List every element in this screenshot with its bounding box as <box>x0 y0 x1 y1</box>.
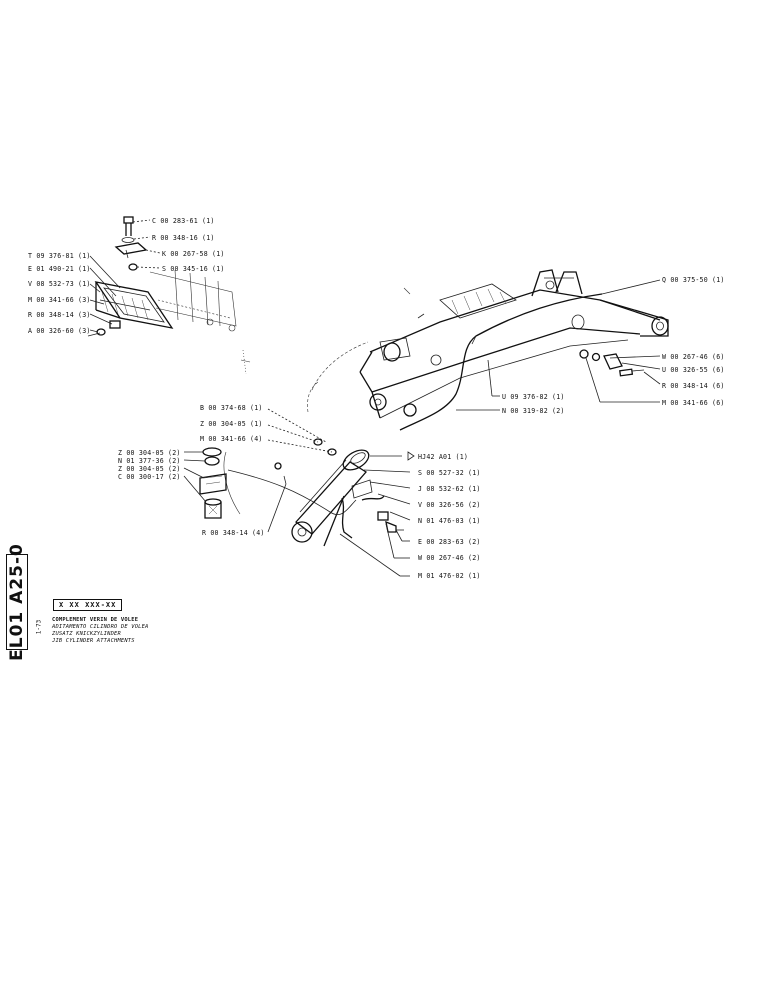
callout-label: T 09 376-81 (1) <box>28 252 91 260</box>
callout-label: HJ42 A01 (1) <box>418 453 468 461</box>
callout-label: M 00 341-66 (3) <box>28 296 91 304</box>
title-german: ZUSATZ KNICKZYLINDER <box>52 631 121 637</box>
callout-label: S 00 345-16 (1) <box>162 265 225 273</box>
callout-label: N 00 319-82 (2) <box>502 407 565 415</box>
jib-cylinder-assembly <box>183 408 411 577</box>
callout-label: U 09 376-82 (1) <box>502 393 565 401</box>
callout-label: U 00 326-55 (6) <box>662 366 725 374</box>
title-french: COMPLEMENT VERIN DE VOLEE <box>52 617 139 623</box>
callout-label: M 00 341-66 (4) <box>200 435 263 443</box>
callout-label: E 00 283-63 (2) <box>418 538 481 546</box>
callout-label: A 00 326-60 (3) <box>28 327 91 335</box>
callouts-cylinder-right: HJ42 A01 (1) S 00 527-32 (1) J 08 532-62… <box>407 451 481 580</box>
sheet-code-box: EL01 A25-0 <box>6 543 28 661</box>
title-english: JIB CYLINDER ATTACHMENTS <box>52 638 135 644</box>
top-detail-assembly <box>87 216 251 375</box>
serial-number-box: X XX XXX-XX <box>53 599 123 611</box>
callouts-boom-right: Q 00 375-50 (1) W 00 267-46 (6) U 00 326… <box>502 276 725 415</box>
callout-label: J 08 532-62 (1) <box>418 485 481 493</box>
callouts-top-detail: C 00 283-61 (1) R 00 348-16 (1) K 00 267… <box>28 217 225 335</box>
title-block: X XX XXX-XX COMPLEMENT VERIN DE VOLEE AD… <box>52 592 302 645</box>
callout-label: Z 00 304-05 (1) <box>200 420 263 428</box>
callout-label: Z 00 304-05 (2) <box>118 449 181 457</box>
callout-label: R 00 348-14 (6) <box>662 382 725 390</box>
callout-label: M 01 476-02 (1) <box>418 572 481 580</box>
callout-label: M 00 341-66 (6) <box>662 399 725 407</box>
callout-label: B 00 374-68 (1) <box>200 404 263 412</box>
triangle-marker-icon <box>407 451 415 461</box>
callout-label: K 00 267-58 (1) <box>162 250 225 258</box>
callouts-cylinder-left: B 00 374-68 (1) Z 00 304-05 (1) M 00 341… <box>118 404 265 537</box>
sheet-code: EL01 A25-0 <box>7 543 27 661</box>
callout-label: R 00 348-16 (1) <box>152 234 215 242</box>
callout-label: W 00 267-46 (6) <box>662 353 725 361</box>
callout-label: E 01 490-21 (1) <box>28 265 91 273</box>
callout-label: R 00 348-14 (3) <box>28 311 91 319</box>
title-spanish: ADITAMENTO CILINDRO DE VOLEA <box>52 624 149 630</box>
boom-assembly <box>307 269 669 431</box>
callout-label: Z 00 304-05 (2) <box>118 465 181 473</box>
callout-label: N 01 377-36 (2) <box>118 457 181 465</box>
sheet-date: 1-73 <box>33 612 45 642</box>
callout-label: V 08 532-73 (1) <box>28 280 91 288</box>
sheet-date-text: 1-73 <box>35 619 43 635</box>
callout-label: Q 00 375-50 (1) <box>662 276 725 284</box>
callout-label: N 01 476-03 (1) <box>418 517 481 525</box>
callout-label: S 00 527-32 (1) <box>418 469 481 477</box>
callout-label: C 00 300-17 (2) <box>118 473 181 481</box>
callout-label: W 00 267-46 (2) <box>418 554 481 562</box>
callout-label: R 00 348-14 (4) <box>202 529 265 537</box>
callout-label: V 00 326-56 (2) <box>418 501 481 509</box>
callout-label: C 00 283-61 (1) <box>152 217 215 225</box>
